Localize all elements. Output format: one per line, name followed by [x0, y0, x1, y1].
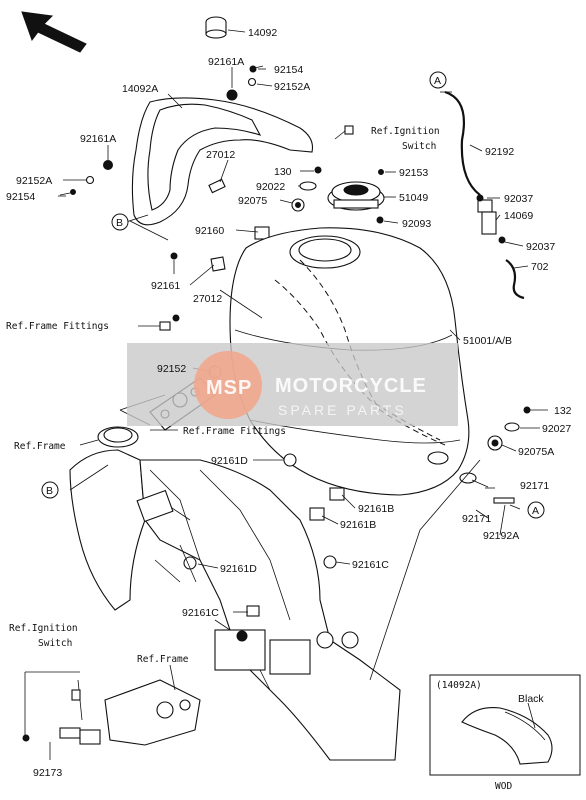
- label-92152A-top: 92152A: [274, 81, 310, 93]
- ref-frame-fittings-1: Ref.Frame Fittings: [6, 321, 109, 332]
- label-92171-a: 92171: [520, 480, 549, 492]
- label-14069: 14069: [504, 210, 533, 222]
- label-92161A-top: 92161A: [208, 56, 244, 68]
- fuel-hose-92192: [440, 90, 525, 300]
- label-92152A-left: 92152A: [16, 175, 52, 187]
- label-92192A: 92192A: [483, 530, 519, 542]
- callout-A-top: A: [434, 75, 441, 87]
- watermark-line1: MOTORCYCLE: [275, 375, 427, 397]
- label-92037-a: 92037: [504, 193, 533, 205]
- label-27012-mid: 27012: [193, 293, 222, 305]
- watermark-badge: [194, 351, 262, 419]
- label-92154-top: 92154: [274, 64, 303, 76]
- ref-labels: Ref.Ignition Switch Ref.Frame Fittings R…: [6, 126, 544, 792]
- inset-label-black: Black: [518, 693, 544, 705]
- inset-14092A: [429, 674, 581, 776]
- label-92161D-top: 92161D: [211, 455, 248, 467]
- label-92161D-mid: 92161D: [220, 563, 257, 575]
- label-92173: 92173: [33, 767, 62, 779]
- label-92022: 92022: [256, 181, 285, 193]
- callout-A-right: A: [532, 505, 539, 517]
- ref-frame-bottom: Ref.Frame: [137, 654, 189, 665]
- callouts: A B B A: [41, 71, 545, 519]
- label-92192: 92192: [485, 146, 514, 158]
- label-92153: 92153: [399, 167, 428, 179]
- inset-footer: WOD: [495, 781, 512, 792]
- callout-B-left: B: [116, 217, 123, 229]
- label-92037-b: 92037: [526, 241, 555, 253]
- ref-frame-fittings-2: Ref.Frame Fittings: [183, 426, 286, 437]
- side-cover-14092A: [131, 89, 314, 226]
- label-92161: 92161: [151, 280, 180, 292]
- ignition-switch-hardware: [22, 679, 201, 746]
- callout-B-bottom: B: [46, 485, 53, 497]
- cap-14092: [205, 16, 227, 39]
- label-14092: 14092: [248, 27, 277, 39]
- label-92027: 92027: [542, 423, 571, 435]
- label-92075: 92075: [238, 195, 267, 207]
- label-92075A: 92075A: [518, 446, 554, 458]
- ref-frame-left: Ref.Frame: [14, 441, 66, 452]
- label-92160: 92160: [195, 225, 224, 237]
- front-arrow-icon: [21, 11, 87, 53]
- fuel-cap-51049: [327, 181, 385, 211]
- label-92161C-low: 92161C: [182, 607, 219, 619]
- label-130: 130: [274, 166, 292, 178]
- frame: [69, 426, 401, 761]
- ref-ignition-top-2: Switch: [402, 141, 436, 152]
- label-92171-b: 92171: [462, 513, 491, 525]
- hardware-small: [59, 65, 384, 260]
- label-92152: 92152: [157, 363, 186, 375]
- label-92161B-a: 92161B: [358, 503, 394, 515]
- label-92154-left: 92154: [6, 191, 35, 203]
- label-92093: 92093: [402, 218, 431, 230]
- label-132: 132: [554, 405, 572, 417]
- part-labels: 14092 92161A 92154 92152A 14092A 92161A …: [6, 27, 572, 779]
- label-51049: 51049: [399, 192, 428, 204]
- leader-lines: [24, 29, 548, 760]
- inset-title: (14092A): [436, 680, 482, 691]
- label-51001: 51001/A/B: [463, 335, 512, 347]
- watermark: MSP MOTORCYCLE SPARE PARTS: [127, 343, 458, 426]
- watermark-band: [127, 343, 458, 426]
- label-92161C-right: 92161C: [352, 559, 389, 571]
- ref-ignition-top-1: Ref.Ignition: [371, 126, 440, 137]
- label-702: 702: [531, 261, 549, 273]
- watermark-line2: SPARE PARTS: [278, 402, 407, 418]
- watermark-badge-text: MSP: [206, 377, 252, 399]
- label-14092A: 14092A: [122, 83, 158, 95]
- label-92161A-left: 92161A: [80, 133, 116, 145]
- ref-ignition-bottom-2: Switch: [38, 638, 72, 649]
- label-92161B-b: 92161B: [340, 519, 376, 531]
- label-27012-top: 27012: [206, 149, 235, 161]
- hardware-right: [485, 406, 531, 504]
- ref-ignition-bottom-1: Ref.Ignition: [9, 623, 78, 634]
